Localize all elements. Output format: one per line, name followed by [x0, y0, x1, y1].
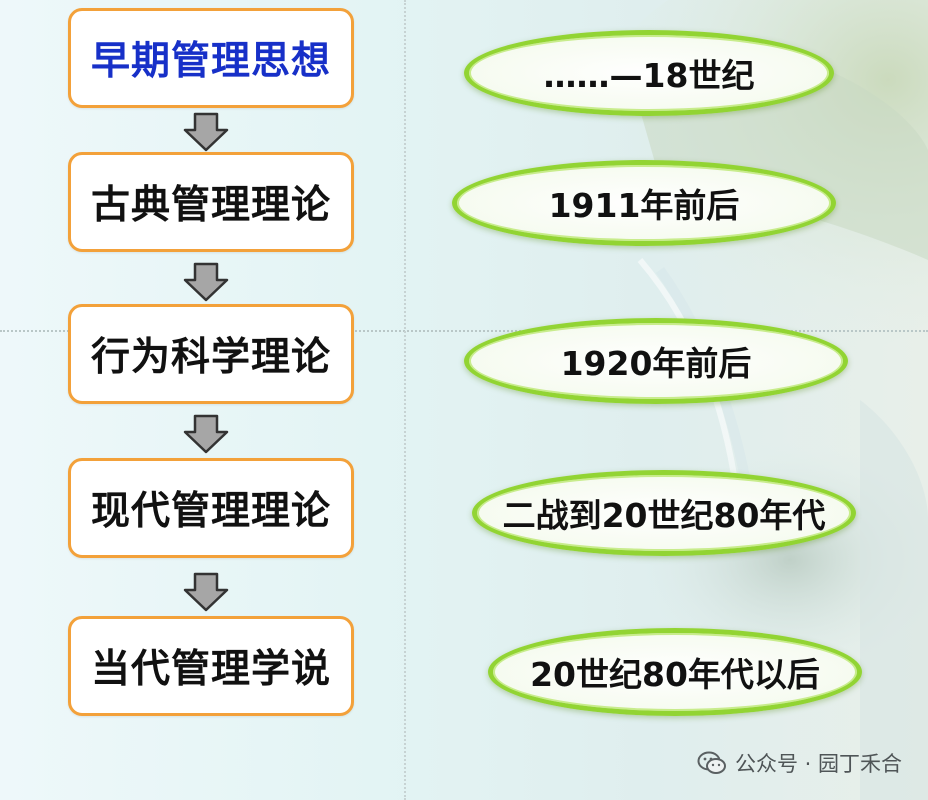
stage-label: 古典管理理论 — [90, 183, 331, 228]
stage-label: 早期管理思想 — [90, 39, 331, 84]
stage-box-classical-theory: 古典管理理论 — [68, 152, 354, 252]
period-oval-early: ……—18世纪 — [464, 30, 834, 116]
period-oval-contemporary: 20世纪80年代以后 — [488, 628, 862, 716]
dotted-divider-vertical — [404, 0, 406, 800]
stage-label: 当代管理学说 — [90, 647, 331, 692]
watermark: 公众号 · 园丁禾合 — [697, 748, 902, 778]
period-oval-modern: 二战到20世纪80年代 — [472, 470, 856, 556]
dotted-divider-horizontal — [0, 330, 928, 332]
stage-box-early-thought: 早期管理思想 — [68, 8, 354, 108]
stage-box-behavioral-theory: 行为科学理论 — [68, 304, 354, 404]
period-oval-behavioral: 1920年前后 — [464, 318, 848, 404]
stage-label: 现代管理理论 — [90, 489, 331, 534]
period-label: 20世纪80年代以后 — [530, 655, 820, 694]
down-arrow-icon — [183, 112, 229, 152]
period-label: 1920年前后 — [560, 344, 752, 383]
period-label: ……—18世纪 — [543, 56, 755, 95]
down-arrow-icon — [183, 414, 229, 454]
stage-box-modern-theory: 现代管理理论 — [68, 458, 354, 558]
period-label: 1911年前后 — [548, 186, 740, 225]
watermark-text: 公众号 · 园丁禾合 — [734, 752, 902, 776]
down-arrow-icon — [183, 572, 229, 612]
stage-label: 行为科学理论 — [90, 335, 331, 380]
period-label: 二战到20世纪80年代 — [502, 496, 826, 535]
period-oval-classical: 1911年前后 — [452, 160, 836, 246]
stage-box-contemporary-theory: 当代管理学说 — [68, 616, 354, 716]
wechat-icon — [697, 751, 726, 774]
down-arrow-icon — [183, 262, 229, 302]
